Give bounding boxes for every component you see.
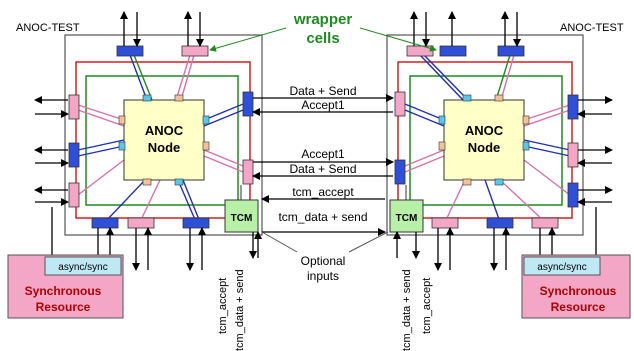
wrapper-cell xyxy=(497,45,525,57)
right-green-ring xyxy=(409,75,563,206)
accept1-top-label: Accept1 xyxy=(301,98,345,112)
wrapper-cell xyxy=(116,45,144,57)
wrapper-cell xyxy=(68,142,80,168)
right-wrapper-cells xyxy=(394,45,579,229)
right-resource-label-2: Resource xyxy=(551,300,606,314)
right-sync-resource: async/sync Synchronous Resource xyxy=(521,254,631,319)
wrapper-cell xyxy=(567,94,579,120)
left-async-box xyxy=(44,256,122,276)
right-resource-label-1: Synchronous xyxy=(540,284,617,298)
left-wrapper-cells xyxy=(68,45,254,229)
right-anoc-test-label: ANOC-TEST xyxy=(560,22,624,34)
wrapper-cell xyxy=(68,182,80,208)
left-resource-label-1: Synchronous xyxy=(25,284,102,298)
right-tcm-box xyxy=(389,199,424,233)
left-resource-label-2: Resource xyxy=(36,300,91,314)
left-anoc-block: ANOC Node xyxy=(16,11,263,271)
left-tcm-label: TCM xyxy=(231,213,253,224)
wrapper-label-1: wrapper xyxy=(293,11,353,28)
vert-left-accept-label: tcm_accept xyxy=(217,278,229,334)
right-anoc-test-frame xyxy=(386,34,584,236)
wrapper-cell xyxy=(394,159,406,185)
wrapper-cell xyxy=(486,217,514,229)
wrapper-cell xyxy=(242,159,254,185)
wrapper-cell xyxy=(182,217,210,229)
right-anoc-node xyxy=(443,99,525,181)
optional-label-2: inputs xyxy=(307,269,339,283)
right-node-label-2: Node xyxy=(468,140,501,155)
left-anoc-test-frame xyxy=(64,34,263,236)
wrapper-pointer-left xyxy=(209,27,287,52)
right-node-label-1: ANOC xyxy=(465,123,504,138)
left-anoc-node xyxy=(123,99,205,181)
tcm-accept-label: tcm_accept xyxy=(292,185,354,199)
wrapper-cell xyxy=(68,94,80,120)
wrapper-cell xyxy=(567,142,579,168)
right-tcm-label: TCM xyxy=(396,213,418,224)
left-wiring xyxy=(77,54,249,223)
left-io-arrows xyxy=(34,11,206,271)
left-anoc-test-label: ANOC-TEST xyxy=(16,22,80,34)
vert-right-accept-label: tcm_accept xyxy=(421,278,433,334)
accept1-mid-label: Accept1 xyxy=(301,147,345,161)
tcm-data-send-label: tcm_data + send xyxy=(278,210,367,224)
wrapper-cell xyxy=(431,217,459,229)
left-tcm-box xyxy=(224,199,259,233)
wrapper-cell xyxy=(127,217,155,229)
wrapper-cell xyxy=(394,91,406,117)
wrapper-cell xyxy=(181,45,209,57)
wrapper-cell xyxy=(242,91,254,117)
right-anoc-block: ANOC Node xyxy=(386,11,624,271)
wrapper-cell xyxy=(91,217,119,229)
left-sync-resource: async/sync Synchronous Resource xyxy=(7,254,124,319)
left-async-label: async/sync xyxy=(58,262,107,273)
wrapper-label-2: cells xyxy=(306,30,339,47)
optional-label-1: Optional xyxy=(301,254,346,268)
optional-pointer-left xyxy=(261,231,298,253)
vert-left-data-label: tcm_data + send xyxy=(234,269,246,351)
wrapper-cell xyxy=(531,217,559,229)
left-node-ports xyxy=(118,94,210,186)
right-io-arrows xyxy=(410,11,613,271)
right-async-box xyxy=(523,256,601,276)
left-node-label-1: ANOC xyxy=(145,123,184,138)
right-node-ports xyxy=(438,94,530,186)
optional-pointer-right xyxy=(348,231,389,253)
wrapper-cell xyxy=(567,182,579,208)
right-async-label: async/sync xyxy=(537,262,586,273)
wrapper-pointer-right xyxy=(359,27,437,52)
vert-right-data-label: tcm_data + send xyxy=(401,269,413,351)
wrapper-cell xyxy=(439,45,467,57)
right-wiring xyxy=(399,54,571,223)
left-node-label-2: Node xyxy=(148,140,181,155)
data-send-top-label: Data + Send xyxy=(289,84,356,98)
centre-links xyxy=(252,94,394,236)
data-send-mid-label: Data + Send xyxy=(289,162,356,176)
